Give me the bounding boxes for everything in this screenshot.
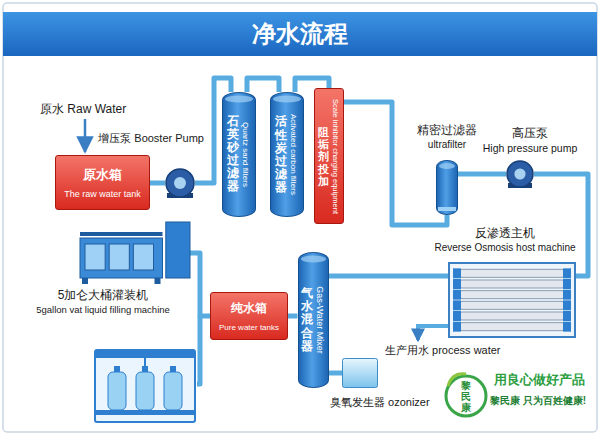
node-label: 增压泵 Booster Pump — [98, 132, 204, 145]
node-label: Scale inhibitor charging equipment — [331, 98, 340, 213]
node-label: ultrafilter — [428, 139, 466, 151]
ultrafilter: 精密过滤器ultrafilter — [436, 160, 458, 215]
slogan: 用良心做好产品 — [494, 372, 585, 388]
activated-carbon-filter: 活性炭过滤器Activated carbon filters — [270, 92, 304, 217]
ozone-symbol — [342, 358, 378, 388]
node-label: 反渗透主机 — [475, 226, 535, 240]
node-label: 臭氧发生器 ozonizer — [330, 396, 430, 409]
node-label: Activated carbon filters — [289, 114, 299, 195]
node-label: Pure water tanks — [219, 323, 279, 332]
raw-water-tank: 原水箱 The raw water tank — [55, 155, 150, 210]
node-label: 精密过滤器 — [417, 123, 477, 137]
pipe-connector — [458, 172, 506, 177]
quartz-sand-filter: 石英砂过滤器Quartz sand filters — [222, 92, 256, 217]
gas-water-mixer: 气水混合器Gas-Water Mixer — [298, 252, 329, 388]
pump-symbol — [165, 168, 195, 198]
brand-slogan: 黎民康 只为百姓健康! — [490, 395, 586, 407]
pipe-connector — [344, 102, 447, 225]
node-label: 5gallon vat liquid filling machine — [36, 304, 170, 315]
filling-machine: 5加仑大桶灌装机5gallon vat liquid filling machi… — [80, 222, 190, 284]
pipe-connector — [329, 371, 343, 376]
node-label: 5加仑大桶灌装机 — [58, 288, 149, 302]
ozonizer: 臭氧发生器 ozonizer — [342, 358, 378, 388]
node-label: Quartz sand filters — [241, 122, 251, 187]
node-label: High pressure pump — [483, 142, 578, 155]
inflow-arrow — [84, 119, 87, 152]
logo-text: 黎民康 — [461, 380, 471, 413]
scale-inhibitor-doser: 阻垢剂投加Scale inhibitor charging equipment — [314, 88, 344, 224]
outflow-arrow — [417, 334, 419, 341]
branch-pipe — [197, 316, 200, 384]
inflow-label: 原水 Raw Water — [40, 102, 126, 116]
node-label: 原水箱 — [83, 167, 122, 182]
pipe-connector — [534, 174, 588, 276]
node-label: 活性炭过滤器 — [275, 115, 287, 194]
pump-symbol — [506, 160, 534, 188]
node-label: 石英砂过滤器 — [227, 115, 239, 194]
pure-water-tank: 纯水箱 Pure water tanks — [210, 292, 288, 340]
logo-mark — [446, 374, 486, 416]
high-pressure-pump: 高压泵High pressure pump — [506, 160, 534, 188]
pipe-connector — [247, 78, 279, 92]
pipe-connector — [190, 253, 210, 316]
node-label: 纯水箱 — [231, 301, 267, 315]
outflow-label: 生产用水 process water — [385, 344, 501, 357]
node-label: Gas-Water Mixer — [314, 286, 325, 354]
pipe-connector — [150, 181, 165, 186]
ucyl-symbol — [436, 160, 458, 215]
ro-symbol — [448, 262, 576, 338]
pipe-connector — [329, 274, 449, 279]
node-label: The raw water tank — [64, 189, 141, 199]
outflow-pipe — [418, 326, 448, 340]
node-label: Reverse Osmosis host machine — [434, 242, 575, 254]
node-label: 气水混合器 — [301, 287, 313, 353]
booster-pump: 增压泵 Booster Pump — [165, 168, 195, 198]
reverse-osmosis-unit: 反渗透主机Reverse Osmosis host machine — [448, 262, 576, 338]
filler-symbol — [80, 222, 190, 284]
diagram-title: 净水流程 — [0, 18, 600, 50]
frame — [3, 3, 597, 432]
pipe-connector — [288, 314, 298, 319]
node-label: 阻垢剂投加 — [318, 126, 329, 186]
node-label: 高压泵 — [512, 126, 548, 140]
bottle-machine — [95, 350, 195, 422]
